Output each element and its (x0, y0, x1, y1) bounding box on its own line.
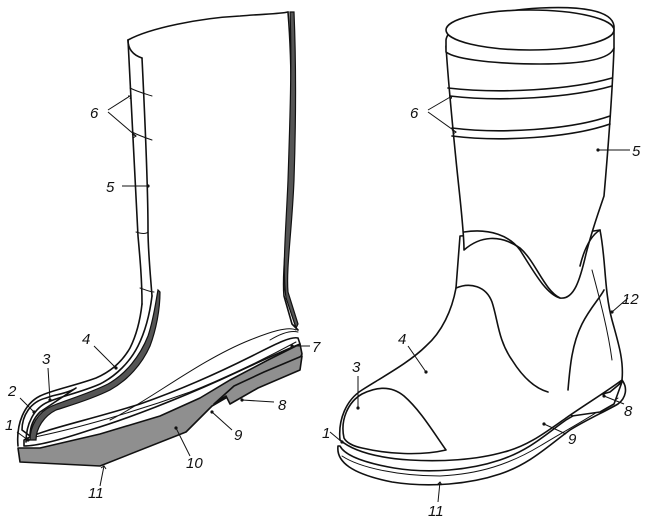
left-shaft-top (127, 11, 289, 41)
right-label-1: 1 (322, 425, 330, 442)
right-label-9: 9 (568, 431, 577, 448)
left-label-8: 8 (278, 397, 287, 414)
left-label-7: 7 (312, 339, 321, 356)
right-outsole (337, 379, 627, 486)
right-label-4: 4 (398, 331, 406, 348)
right-shaft (445, 45, 615, 299)
right-boot-exterior (337, 6, 627, 486)
left-label-5: 5 (106, 179, 115, 196)
right-label-5: 5 (632, 143, 641, 160)
left-outsole (17, 343, 303, 467)
left-leaders (16, 95, 310, 487)
left-labels: 1 2 3 4 5 6 7 8 9 10 11 (5, 105, 321, 502)
left-label-2: 2 (7, 383, 17, 400)
right-label-8: 8 (624, 403, 633, 420)
right-label-11: 11 (428, 503, 444, 520)
left-label-10: 10 (186, 455, 203, 472)
right-label-3: 3 (352, 359, 361, 376)
left-label-1: 1 (5, 417, 13, 434)
right-label-6: 6 (410, 105, 419, 122)
left-heel (213, 355, 303, 405)
left-boot-section (16, 11, 303, 467)
left-label-3: 3 (42, 351, 51, 368)
right-label-12: 12 (622, 291, 639, 308)
right-toe-cap (342, 387, 447, 455)
right-leaders (329, 95, 630, 503)
left-label-11: 11 (88, 485, 104, 502)
right-labels: 1 3 4 5 6 12 8 9 11 (322, 105, 641, 520)
left-label-6: 6 (90, 105, 99, 122)
left-label-4: 4 (82, 331, 90, 348)
left-label-9: 9 (234, 427, 243, 444)
